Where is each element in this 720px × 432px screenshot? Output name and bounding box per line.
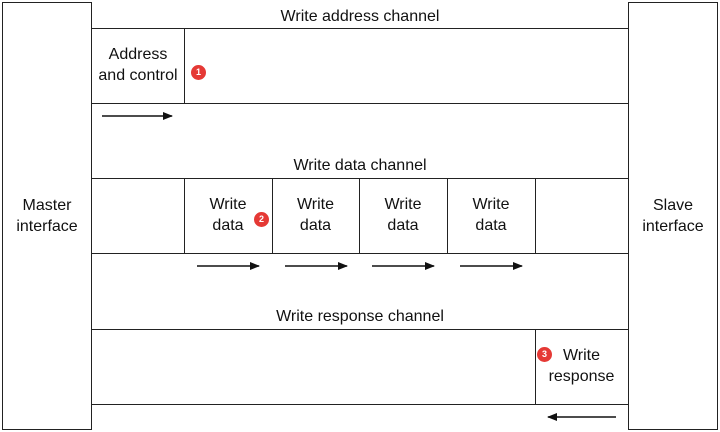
response-cell-divider bbox=[535, 329, 536, 404]
step-badge-2: 2 bbox=[254, 212, 269, 227]
address-cell-divider bbox=[184, 28, 185, 103]
data-divider-4 bbox=[447, 178, 448, 253]
write-data-cell-4: Write data bbox=[447, 194, 535, 236]
data-divider-1 bbox=[184, 178, 185, 253]
step-badge-3: 3 bbox=[537, 347, 552, 362]
slave-label-line2: interface bbox=[642, 218, 704, 235]
write-data-channel-title: Write data channel bbox=[293, 157, 427, 174]
write-address-channel-top bbox=[92, 28, 628, 29]
slave-interface-label: Slave interface bbox=[628, 195, 718, 237]
master-label-line1: Master bbox=[22, 197, 72, 214]
write-data-cell-1-line2: data bbox=[212, 217, 244, 234]
write-data-cell-2: Write data bbox=[272, 194, 359, 236]
write-data-cell-2-line1: Write bbox=[296, 196, 335, 213]
write-data-cell-2-line2: data bbox=[299, 217, 332, 234]
write-response-cell: Write response bbox=[545, 345, 618, 387]
slave-interface bbox=[628, 2, 718, 430]
write-data-cell-3: Write data bbox=[359, 194, 447, 236]
write-data-cell-4-line2: data bbox=[475, 217, 507, 234]
write-response-channel-bottom bbox=[92, 404, 628, 405]
write-data-channel-top bbox=[92, 178, 628, 179]
write-data-cell-1: Write data bbox=[184, 194, 272, 236]
address-and-control-cell: Address and control bbox=[92, 44, 184, 86]
write-data-cell-3-line2: data bbox=[387, 217, 419, 234]
data-divider-5 bbox=[535, 178, 536, 253]
address-cell-line1: Address bbox=[108, 46, 168, 63]
data-divider-2 bbox=[272, 178, 273, 253]
step-badge-1: 1 bbox=[191, 65, 206, 80]
write-data-channel-bottom bbox=[92, 253, 628, 254]
data-divider-3 bbox=[359, 178, 360, 253]
write-response-channel-title: Write response channel bbox=[276, 308, 444, 325]
write-response-cell-line1: Write bbox=[562, 347, 601, 364]
master-label-line2: interface bbox=[16, 218, 78, 235]
slave-label-line1: Slave bbox=[652, 197, 694, 214]
write-address-channel-bottom bbox=[92, 103, 628, 104]
master-interface bbox=[2, 2, 92, 430]
master-interface-label: Master interface bbox=[2, 195, 92, 237]
write-data-cell-1-line1: Write bbox=[209, 196, 247, 213]
write-data-cell-3-line1: Write bbox=[384, 196, 422, 213]
write-address-channel-title: Write address channel bbox=[280, 8, 440, 25]
address-cell-line2: and control bbox=[98, 67, 178, 84]
write-data-cell-4-line1: Write bbox=[472, 196, 510, 213]
write-response-cell-line2: response bbox=[548, 368, 615, 385]
write-response-channel-top bbox=[92, 329, 628, 330]
